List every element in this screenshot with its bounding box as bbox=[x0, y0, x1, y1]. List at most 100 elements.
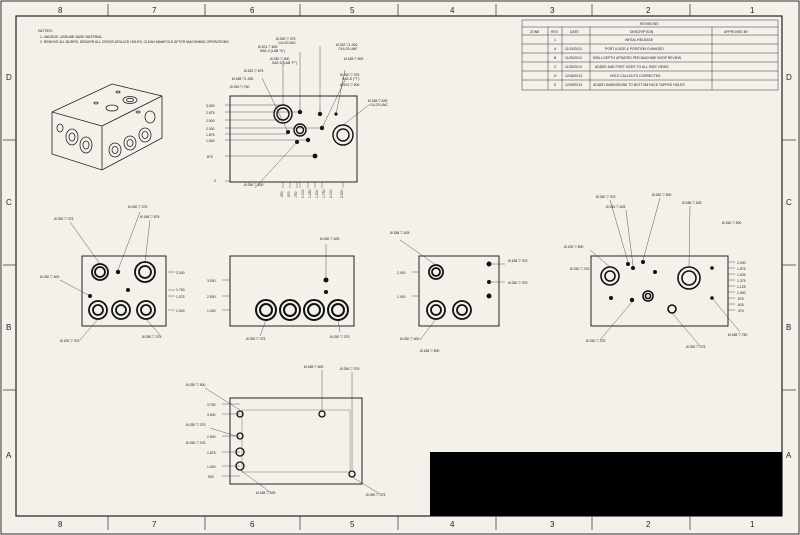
zone-row-left-d: D bbox=[6, 73, 12, 82]
notes-heading: NOTES: bbox=[38, 28, 53, 33]
top-callout-10: Ø.201 ▽.500 bbox=[340, 83, 359, 87]
zone-col-top-8: 8 bbox=[58, 6, 63, 15]
top-callout-9-sub: SAE-8 ("T") bbox=[342, 77, 359, 81]
top-dim-x-8: 2.000 bbox=[329, 189, 333, 198]
left-dim-y-3: 1.375 bbox=[176, 295, 185, 299]
top-callout-8: Ø.188 ▽.500 bbox=[344, 57, 363, 61]
zone-col-top-3: 3 bbox=[550, 6, 555, 15]
far-callout-8: Ø.250 ▽.375 bbox=[686, 345, 705, 349]
far-callout-5: Ø.250 ▽.500 bbox=[722, 221, 741, 225]
top-dim-y-8: 0 bbox=[214, 179, 216, 183]
top-dim-x-5: 1.250 bbox=[308, 189, 312, 198]
top-callout-5: Ø.188 ▽1.250 bbox=[232, 77, 253, 81]
zone-col-top-5: 5 bbox=[350, 6, 355, 15]
top-dim-x-7: 1.750 bbox=[322, 189, 326, 198]
bottom-dim-y-5: 1.000 bbox=[207, 465, 216, 469]
rev-row-4-date: 11/25/2013 bbox=[565, 65, 582, 69]
bottom-callout-1: Ø.250 ▽.500 bbox=[186, 383, 205, 387]
rev-row-6-rev: E bbox=[554, 83, 557, 87]
side-dim-y-1: 2.000 bbox=[397, 271, 406, 275]
mid-dim-y-2: 2.500 bbox=[207, 295, 216, 299]
notes-line-2: 2. REMOVE ALL BURRS, DEBURR ALL CROSS-DR… bbox=[40, 40, 229, 44]
far-callout-4: Ø.188 ▽.625 bbox=[682, 201, 701, 205]
zone-col-top-7: 7 bbox=[152, 6, 157, 15]
far-callout-1: Ø.250 ▽.375 bbox=[596, 195, 615, 199]
far-callout-3: Ø.250 ▽.500 bbox=[652, 193, 671, 197]
far-dim-y-7: .875 bbox=[737, 297, 744, 301]
rev-header-description: DESCRIPTION bbox=[630, 30, 654, 34]
top-callout-1-sub: 1/4-20 UNC bbox=[278, 41, 296, 45]
zone-col-bottom-1: 1 bbox=[750, 520, 755, 529]
top-callout-4: Ø.281 ▽.875 bbox=[244, 69, 263, 73]
top-callout-2: Ø.201 ▽.625 bbox=[258, 45, 277, 49]
top-dim-y-4: 2.000 bbox=[206, 127, 215, 131]
zone-row-right-a: A bbox=[786, 451, 792, 460]
zone-col-bottom-6: 6 bbox=[250, 520, 255, 529]
bottom-dim-y-2: 3.500 bbox=[207, 413, 216, 417]
left-side-view: 2.000 1.750 1.375 1.000 Ø.250 ▽.375 Ø.25… bbox=[40, 205, 185, 343]
rev-row-2-rev: A bbox=[554, 47, 557, 51]
side-callout-2: Ø.188 ▽.375 bbox=[508, 259, 527, 263]
bottom-callout-2: Ø.188 ▽.500 bbox=[304, 365, 323, 369]
zone-row-right-d: D bbox=[786, 73, 792, 82]
notes-line-1: 1. ANODIZE, ASSUME BASE MATERIAL. bbox=[40, 35, 103, 39]
zone-row-left-c: C bbox=[6, 198, 12, 207]
zone-col-bottom-4: 4 bbox=[450, 520, 455, 529]
mid-callout-1: Ø.250 ▽.625 bbox=[320, 237, 339, 241]
rev-row-6-date: 12/09/2013 bbox=[565, 83, 582, 87]
mid-dim-y-1: 3.000 bbox=[207, 279, 216, 283]
far-callout-2: Ø.250 ▽.625 bbox=[606, 205, 625, 209]
zone-ticks bbox=[3, 4, 796, 530]
rev-header-rev: REV bbox=[551, 30, 559, 34]
zone-col-top-1: 1 bbox=[750, 6, 755, 15]
far-dim-y-4: 1.375 bbox=[737, 279, 746, 283]
side-dim-y-2: 1.000 bbox=[397, 295, 406, 299]
far-right-view: 2.000 1.875 1.625 1.375 1.125 1.000 .875… bbox=[564, 193, 747, 349]
rev-row-5-rev: D bbox=[554, 74, 557, 78]
side-callout-3: Ø.250 ▽.375 bbox=[508, 281, 527, 285]
far-callout-10: Ø.250 ▽.375 bbox=[570, 267, 589, 271]
right-side-view: 2.000 1.000 Ø.188 ▽.625 Ø.188 ▽.375 Ø.25… bbox=[390, 231, 527, 353]
bottom-dim-y-1: 3.750 bbox=[207, 403, 216, 407]
mid-dim-y-3: 1.000 bbox=[207, 309, 216, 313]
inner-border bbox=[15, 15, 783, 517]
zone-row-left-b: B bbox=[6, 323, 11, 332]
notes-block: NOTES: 1. ANODIZE, ASSUME BASE MATERIAL.… bbox=[38, 28, 229, 44]
top-dim-y-2: 2.875 bbox=[206, 111, 215, 115]
rev-row-2-desc: PORT A SIZE & POSITION CHANGED bbox=[605, 47, 664, 51]
rev-header-zone: ZONE bbox=[530, 30, 540, 34]
side-callout-5: Ø.188 ▽.500 bbox=[420, 349, 439, 353]
zone-col-bottom-5: 5 bbox=[350, 520, 355, 529]
revision-table bbox=[521, 19, 779, 91]
zone-col-bottom-7: 7 bbox=[152, 520, 157, 529]
top-callout-7: Ø.332 ▽1.000 bbox=[336, 43, 357, 47]
rev-row-1-rev: 1 bbox=[554, 38, 556, 42]
top-dim-x-1: .250 bbox=[280, 191, 284, 198]
top-callout-6: Ø.250 ▽.750 bbox=[230, 85, 249, 89]
bottom-view: 3.750 3.500 2.500 1.875 1.000 .500 Ø.250… bbox=[186, 365, 385, 497]
side-callout-4: Ø.250 ▽.500 bbox=[400, 337, 419, 341]
top-dim-x-2: .500 bbox=[287, 191, 291, 198]
bottom-callout-6: Ø.188 ▽.625 bbox=[256, 491, 275, 495]
rev-row-5-desc: HOLE CALLOUTS CORRECTED bbox=[610, 74, 661, 78]
top-dim-y-3: 2.500 bbox=[206, 119, 215, 123]
isometric-view bbox=[51, 83, 163, 171]
mid-callout-3: Ø.250 ▽.375 bbox=[330, 335, 349, 339]
far-dim-y-6: 1.000 bbox=[737, 291, 746, 295]
rev-row-3-desc: DRILL DEPTH UPDATED PER MACHINE SHOP REV… bbox=[593, 56, 682, 60]
top-dim-x-9: 2.500 bbox=[340, 189, 344, 198]
far-dim-y-1: 2.000 bbox=[737, 261, 746, 265]
bottom-dim-y-6: .500 bbox=[207, 475, 214, 479]
left-dim-y-1: 2.000 bbox=[176, 271, 185, 275]
rev-row-5-date: 12/04/2013 bbox=[565, 74, 582, 78]
top-callout-1: Ø.250 ▽.375 bbox=[276, 37, 295, 41]
rev-row-4-rev: C bbox=[554, 65, 557, 69]
left-callout-2: Ø.250 ▽.375 bbox=[128, 205, 147, 209]
far-callout-9: Ø.188 ▽.750 bbox=[728, 333, 747, 337]
top-dim-y-5: 1.875 bbox=[206, 133, 215, 137]
top-view: 3.000 2.875 2.500 2.000 1.875 1.500 .875… bbox=[206, 37, 388, 198]
bottom-dim-y-3: 2.500 bbox=[207, 435, 216, 439]
left-callout-6: Ø.250 ▽.375 bbox=[142, 335, 161, 339]
zone-col-bottom-3: 3 bbox=[550, 520, 555, 529]
far-dim-y-3: 1.625 bbox=[737, 273, 746, 277]
